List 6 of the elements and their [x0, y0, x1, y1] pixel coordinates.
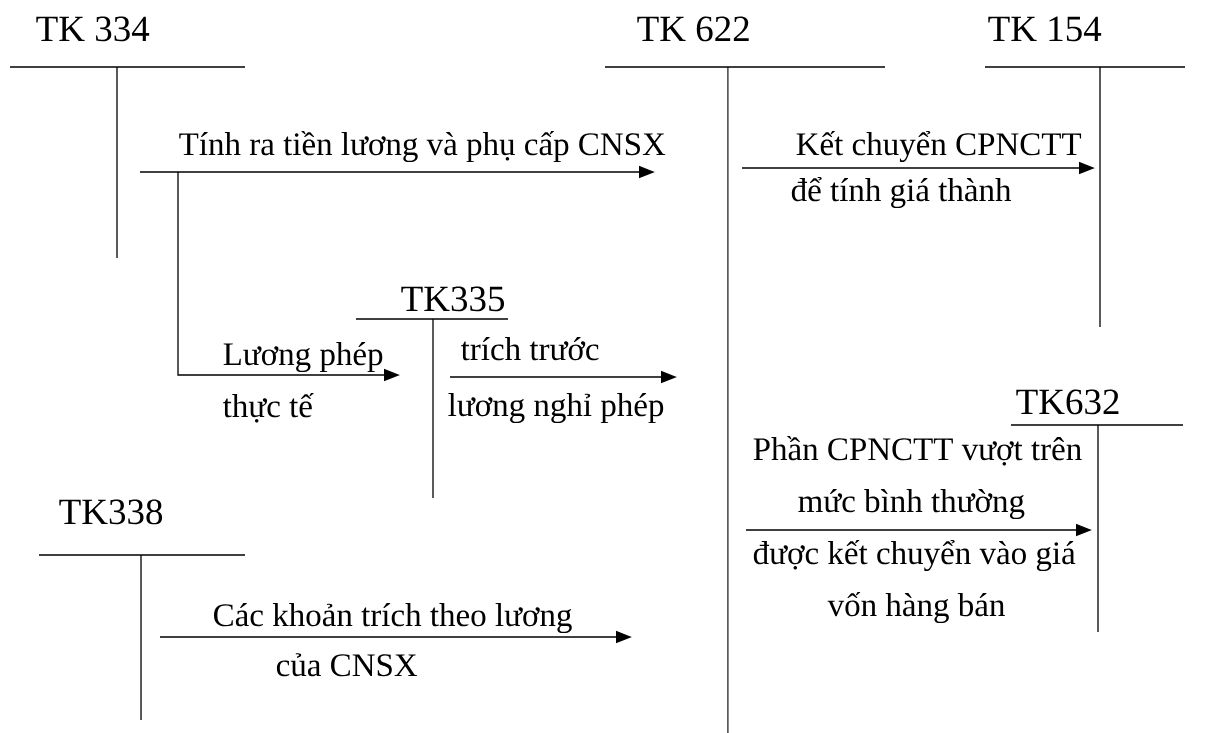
- edge-label: Lương phép thực tế: [223, 342, 383, 423]
- edge-label: Các khoản trích theo lương của CNSX: [214, 603, 572, 677]
- edge-label: Kết chuyển CPNCTT để tính giá thành: [791, 131, 1082, 209]
- edge-label: trích trước lương nghỉ phép: [448, 337, 664, 424]
- edge-label: Tính ra tiền lương và phụ cấp CNSX: [179, 131, 666, 163]
- edge-label: Phần CPNCTT vượt trên mức bình thường được kết chuyển vào giá vốn hàng bán: [753, 436, 1082, 624]
